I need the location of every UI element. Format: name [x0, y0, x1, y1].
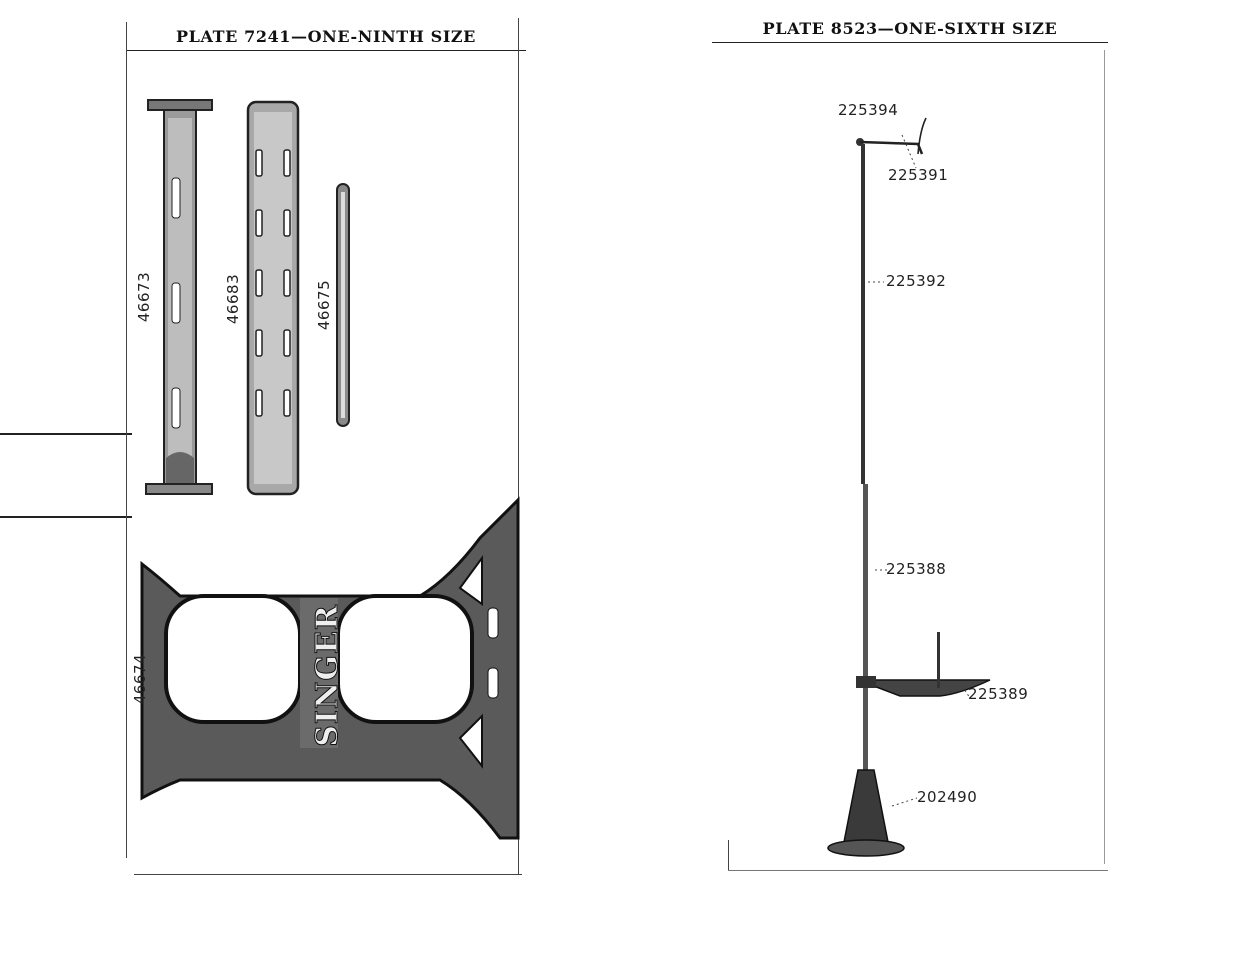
plate-border-right	[518, 18, 519, 874]
leg-brace-illustration	[145, 99, 213, 495]
part-number-225392: 225392	[886, 272, 947, 290]
stand-leg-illustration	[140, 496, 520, 840]
title-rule	[126, 50, 526, 51]
scan-artifact-line	[0, 516, 132, 518]
plate-8523: PLATE 8523—ONE-SIXTH SIZE 225394 225391 …	[712, 10, 1108, 872]
title-rule	[712, 42, 1108, 43]
part-number-46674: 46674	[131, 653, 150, 705]
center-brace-illustration	[246, 100, 300, 496]
rod-illustration	[336, 183, 350, 427]
part-number-225389: 225389	[968, 685, 1029, 703]
part-number-225388: 225388	[886, 560, 947, 578]
scan-artifact-line	[0, 433, 132, 435]
plate-title: PLATE 7241—ONE-NINTH SIZE	[176, 27, 476, 46]
plate-7241: PLATE 7241—ONE-NINTH SIZE 46673	[126, 18, 526, 876]
leader-lines	[868, 134, 971, 807]
thread-stand-illustration	[827, 117, 991, 857]
plate-border-left	[728, 840, 729, 870]
plate-border-right	[1104, 50, 1105, 864]
part-number-46675: 46675	[315, 279, 334, 331]
part-number-202490: 202490	[917, 788, 978, 806]
part-number-225394: 225394	[838, 101, 899, 119]
part-number-46673: 46673	[135, 271, 154, 323]
part-number-46683: 46683	[224, 273, 243, 325]
plate-border-left	[126, 22, 127, 858]
part-number-225391: 225391	[888, 166, 949, 184]
plate-title: PLATE 8523—ONE-SIXTH SIZE	[762, 19, 1058, 38]
plate-border-bottom	[728, 870, 1108, 871]
plate-border-bottom	[134, 874, 522, 875]
singer-casting-text: SINGER	[309, 604, 345, 748]
